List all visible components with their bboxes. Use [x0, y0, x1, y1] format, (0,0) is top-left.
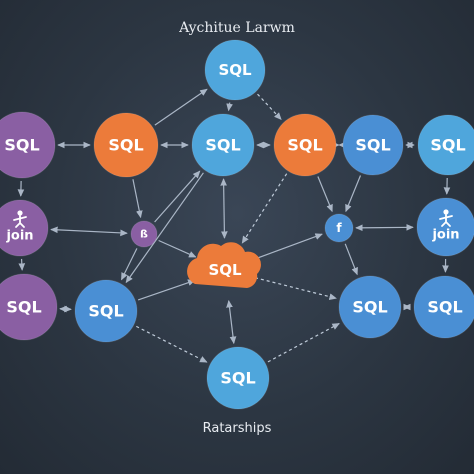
diagram-title: Aychitue Larwm — [179, 20, 295, 36]
node-label: SQL — [352, 298, 387, 317]
node-circle — [74, 279, 138, 343]
node-label: join — [431, 228, 459, 243]
node-label: SQL — [108, 136, 143, 155]
node-sql-mid-bottom[interactable]: SQL — [74, 279, 138, 343]
node-sql-center-top[interactable]: SQL — [191, 113, 255, 177]
node-sql-cloud[interactable]: SQL — [187, 242, 261, 288]
connector-sql-cloud-to-hub-right — [253, 233, 323, 260]
connector-hub-left-to-sql-mid-bottom — [120, 248, 138, 281]
connector-hub-right-to-sql-right-bottom-1 — [344, 243, 358, 276]
node-circle — [342, 114, 404, 176]
connector-sql-center-top-to-sql-cloud — [220, 178, 228, 239]
connector-sql-cloud-to-sql-bottom — [226, 299, 237, 345]
connector-sql-top-to-sql-orange-right — [257, 93, 282, 121]
node-join-left[interactable]: join — [0, 199, 49, 257]
node-sql-right-bottom-1[interactable]: SQL — [338, 275, 402, 339]
node-label: SQL — [88, 302, 123, 321]
connector-layer — [17, 88, 451, 363]
node-label: SQL — [205, 136, 240, 155]
connector-sql-right-1-to-hub-right — [345, 175, 362, 213]
connector-hub-left-to-sql-center-top — [154, 170, 201, 223]
connector-sql-bottom-to-sql-right-bottom-1 — [267, 323, 340, 363]
node-circle — [413, 275, 474, 339]
node-label: join — [5, 229, 33, 244]
connector-sql-mid-bottom-to-sql-bottom — [136, 325, 208, 363]
connector-sql-orange-left-to-hub-left — [132, 179, 143, 219]
node-circle — [204, 39, 266, 101]
person-icon — [13, 210, 27, 228]
node-sql-right-2[interactable]: SQL — [417, 114, 474, 176]
cloud-shape — [187, 242, 261, 288]
node-circle — [0, 111, 56, 179]
connector-join-left-to-hub-left — [50, 226, 128, 237]
node-label: SQL — [427, 298, 462, 317]
node-circle — [0, 273, 58, 341]
node-label: SQL — [287, 136, 322, 155]
node-circle — [191, 113, 255, 177]
node-sql-right-bottom-2[interactable]: SQL — [413, 275, 474, 339]
node-hub-right[interactable]: f — [324, 213, 354, 243]
node-label: SQL — [6, 298, 41, 317]
connector-sql-left-bottom-to-sql-mid-bottom — [59, 305, 72, 313]
node-label: ß — [140, 228, 148, 241]
node-sql-bottom[interactable]: SQL — [206, 346, 270, 410]
node-join-right[interactable]: join — [416, 197, 474, 257]
node-label: f — [336, 221, 342, 235]
connector-sql-mid-bottom-to-sql-cloud — [137, 279, 196, 301]
node-circle — [0, 199, 49, 257]
node-circle — [324, 213, 354, 243]
person-icon — [439, 209, 453, 227]
node-circle — [93, 112, 159, 178]
connector-hub-right-to-join-right — [355, 224, 414, 232]
node-label: SQL — [220, 369, 255, 388]
connector-sql-cloud-to-sql-right-bottom-1 — [254, 277, 337, 300]
diagram-caption: Ratarships — [202, 421, 272, 436]
connector-sql-top-to-sql-center-top — [226, 102, 233, 112]
connector-hub-left-to-sql-cloud — [158, 239, 197, 258]
node-sql-orange-right[interactable]: SQL — [273, 113, 337, 177]
node-circle — [273, 113, 337, 177]
connector-sql-orange-left-to-sql-top — [154, 88, 208, 126]
node-circle — [417, 114, 474, 176]
node-circle — [416, 197, 474, 257]
node-circle — [338, 275, 402, 339]
node-label: SQL — [4, 136, 39, 155]
node-sql-right-1[interactable]: SQL — [342, 114, 404, 176]
node-circle — [206, 346, 270, 410]
connector-sql-center-top-to-sql-mid-bottom — [125, 172, 204, 284]
node-sql-left-bottom[interactable]: SQL — [0, 273, 58, 341]
node-hub-left[interactable]: ß — [130, 220, 158, 248]
node-label: SQL — [218, 61, 252, 79]
node-sql-orange-left[interactable]: SQL — [93, 112, 159, 178]
connector-sql-orange-right-to-sql-cloud — [241, 173, 288, 244]
connector-join-left-to-sql-left-bottom — [18, 258, 26, 271]
node-sql-left-purple[interactable]: SQL — [0, 111, 56, 179]
node-label: SQL — [208, 261, 242, 279]
node-label: SQL — [355, 136, 390, 155]
node-circle — [130, 220, 158, 248]
node-sql-top[interactable]: SQL — [204, 39, 266, 101]
node-label: SQL — [430, 136, 465, 155]
connector-sql-orange-right-to-hub-right — [317, 176, 333, 213]
